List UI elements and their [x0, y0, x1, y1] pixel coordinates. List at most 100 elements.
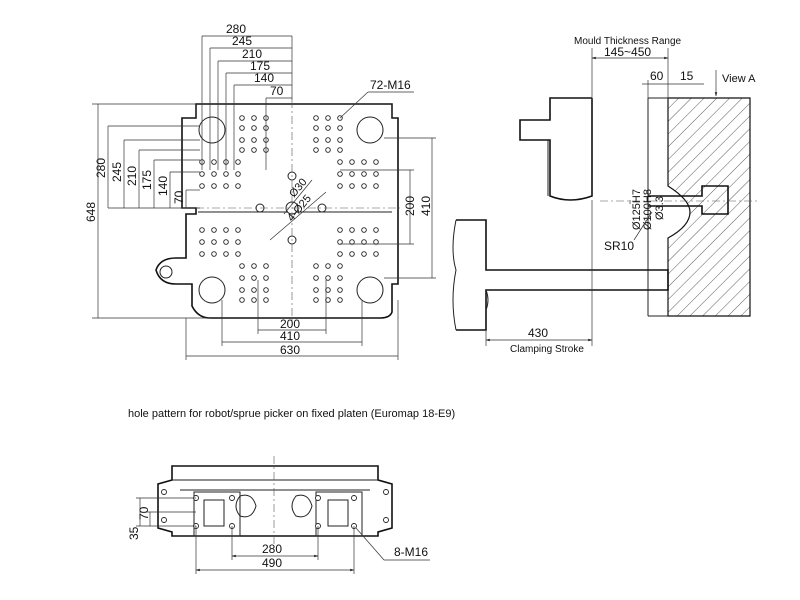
m16-hole: [199, 251, 205, 257]
top-dim-280: 280: [226, 22, 246, 36]
m16-hole: [251, 275, 257, 281]
m16-hole: [337, 125, 343, 131]
thread-callout-72-m16: 72-M16: [370, 78, 411, 92]
m16-hole: [239, 147, 245, 153]
front-view: 280 245 210 175 140 70 280 245 210 175: [84, 22, 436, 360]
m16-hole: [337, 227, 343, 233]
m16-hole: [373, 251, 379, 257]
mould-thickness-range: 145~450: [604, 45, 651, 59]
m16-hole: [235, 171, 241, 177]
m16-hole: [325, 115, 331, 121]
m16-hole: [373, 227, 379, 233]
m16-hole: [361, 171, 367, 177]
left-dim-210: 210: [125, 166, 139, 186]
m16-hole: [211, 171, 217, 177]
m16-hole: [263, 287, 269, 293]
m16-hole: [337, 275, 343, 281]
tie-bar-hole-tr: [356, 116, 384, 144]
m16-hole: [239, 125, 245, 131]
m16-hole: [235, 227, 241, 233]
right-dim-200: 200: [403, 196, 417, 216]
m16-hole: [251, 125, 257, 131]
m16-hole: [239, 137, 245, 143]
m16-hole: [337, 137, 343, 143]
fixed-platen-section: [667, 97, 751, 317]
bottom-dim-200: 200: [280, 317, 300, 331]
top-dim-70: 70: [270, 84, 284, 98]
top-dimension-stack: 280 245 210 175 140 70: [201, 22, 293, 170]
left-dimension-stack: 280 245 210 175 140 70: [94, 125, 200, 209]
tie-bar-hole-br: [356, 276, 384, 304]
left-dim-280: 280: [94, 158, 108, 178]
sr10-label: SR10: [604, 239, 634, 253]
m16-hole: [251, 115, 257, 121]
m16-hole: [337, 171, 343, 177]
left-dim-70: 70: [172, 190, 186, 204]
lug-hole: [159, 265, 173, 279]
bottom-dim-630: 630: [280, 343, 300, 357]
clamping-stroke-label: Clamping Stroke: [510, 344, 584, 355]
m16-hole: [313, 147, 319, 153]
m16-hole: [361, 251, 367, 257]
m16-hole: [251, 263, 257, 269]
bottom-dim-410: 410: [280, 329, 300, 343]
m16-hole: [251, 297, 257, 303]
m16-hole: [349, 239, 355, 245]
right-dim-410: 410: [419, 196, 433, 216]
tie-bar-hole-tl: [198, 116, 226, 144]
m16-hole: [325, 275, 331, 281]
m16-hole: [211, 159, 217, 165]
m16-hole: [349, 159, 355, 165]
right-dimension-stack: 200 410: [340, 137, 436, 279]
m16-hole: [211, 239, 217, 245]
m16-hole: [251, 137, 257, 143]
bottom-dimension-stack: 200 410 630: [185, 280, 399, 360]
m16-hole: [263, 297, 269, 303]
m16-hole: [349, 227, 355, 233]
m16-hole: [235, 251, 241, 257]
m16-hole: [373, 239, 379, 245]
m16-hole: [325, 263, 331, 269]
m16-hole: [325, 297, 331, 303]
m16-hole: [239, 297, 245, 303]
m16-hole: [313, 275, 319, 281]
m16-hole: [373, 159, 379, 165]
m16-hole: [263, 263, 269, 269]
m16-hole: [313, 297, 319, 303]
m16-hole: [349, 183, 355, 189]
m16-hole: [211, 183, 217, 189]
m16-hole: [235, 183, 241, 189]
top-dim-175: 175: [250, 59, 270, 73]
m16-hole: [199, 239, 205, 245]
left-dim-245: 245: [110, 162, 124, 182]
dim-60: 60: [650, 69, 664, 83]
m16-hole: [337, 183, 343, 189]
m16-hole: [239, 115, 245, 121]
overall-height-dimension: 648: [84, 103, 210, 319]
m16-hole: [337, 251, 343, 257]
tie-bar-hole-bl: [198, 276, 226, 304]
m16-hole: [235, 159, 241, 165]
left-dim-140: 140: [156, 176, 170, 196]
m16-hole: [313, 263, 319, 269]
m16-hole: [199, 227, 205, 233]
side-view: View A Mould Thickness Range 145~450 60 …: [452, 36, 760, 355]
top-dim-140: 140: [254, 71, 274, 85]
m16-hole-pattern: [199, 115, 379, 303]
m16-hole: [223, 171, 229, 177]
m16-hole: [361, 227, 367, 233]
m16-hole: [337, 297, 343, 303]
hole-pattern-caption: hole pattern for robot/sprue picker on f…: [128, 408, 455, 420]
top-dim-210: 210: [242, 47, 262, 61]
bottom-dim-280: 280: [262, 542, 282, 556]
platen-top-lug: [195, 104, 393, 118]
m16-hole: [223, 239, 229, 245]
robot-block-left: [193, 491, 241, 537]
bottom-view: 35 70 280 490 8-M16: [127, 456, 430, 574]
m16-hole: [251, 287, 257, 293]
m16-hole: [337, 263, 343, 269]
nozzle: [648, 185, 729, 215]
top-dim-245: 245: [232, 34, 252, 48]
m16-hole: [337, 287, 343, 293]
m16-hole: [239, 275, 245, 281]
